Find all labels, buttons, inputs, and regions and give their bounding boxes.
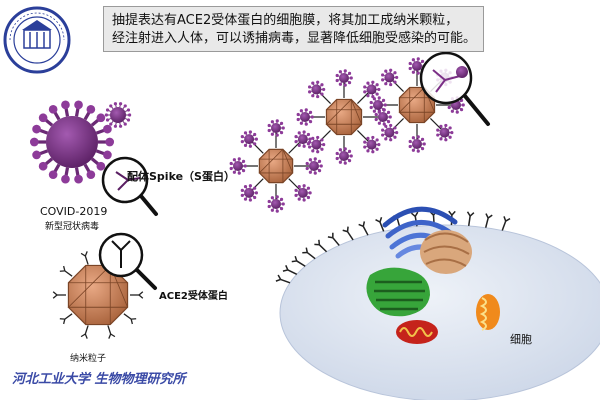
university-seal-logo: [5, 8, 69, 72]
mitochondrion-organelle-red: [396, 320, 438, 344]
covid-label-cn: 新型冠状病毒: [45, 219, 99, 232]
nanoparticle-capture-1: [230, 119, 323, 212]
nanoparticle-capture-2: [297, 69, 392, 164]
headline-box: 抽提表达有ACE2受体蛋白的细胞膜，将其加工成纳米颗粒， 经注射进入人体，可以诱…: [103, 6, 484, 52]
ace2-label: ACE2受体蛋白: [159, 287, 228, 302]
cell-label: 细胞: [510, 331, 532, 347]
rough-er-organelle: [420, 230, 472, 274]
mitochondrion-organelle-orange: [476, 294, 500, 330]
spike-label: 配体Spike（S蛋白）: [127, 168, 235, 184]
headline-line-1: 抽提表达有ACE2受体蛋白的细胞膜，将其加工成纳米颗粒，: [112, 12, 475, 30]
footer-institute: 河北工业大学 生物物理研究所: [12, 368, 186, 387]
covid-virus: [30, 101, 114, 184]
nanoparticle-label: 纳米粒子: [70, 351, 106, 364]
covid-label-en: COVID-2019: [40, 205, 107, 218]
headline-line-2: 经注射进入人体，可以诱捕病毒，显著降低细胞受感染的可能。: [112, 30, 475, 48]
small-virus: [105, 102, 131, 128]
spike-magnifier: [103, 158, 156, 214]
